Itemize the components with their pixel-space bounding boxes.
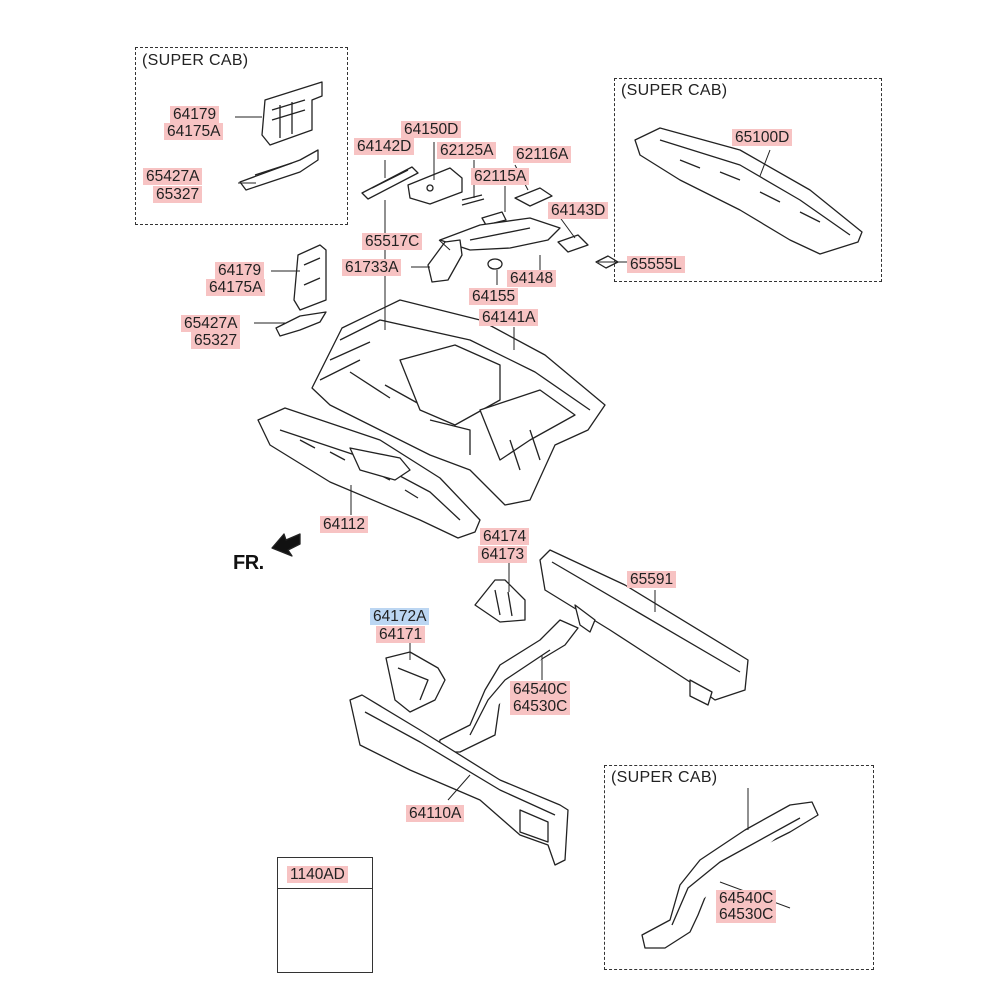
label-1140AD[interactable]: 1140AD [287,866,348,883]
label-65427A-inset[interactable]: 65427A [143,168,203,185]
label-64173[interactable]: 64173 [478,546,528,563]
bracket-64150D [407,167,463,205]
plug-64155 [487,258,503,270]
crossmember-small-left-mid [275,311,327,337]
label-65327[interactable]: 65327 [191,332,241,349]
label-64110A[interactable]: 64110A [406,805,465,822]
label-64141A[interactable]: 64141A [479,309,539,326]
small-part-62125A [461,194,485,206]
label-64540C-inset[interactable]: 64540C [716,890,777,907]
inset-title-top-right: (SUPER CAB) [619,82,730,100]
small-part-62115A [481,211,507,226]
crossmember-small-left-inset [239,149,319,191]
direction-label: FR. [233,552,264,574]
label-65591[interactable]: 65591 [627,571,677,588]
floor-pan-64141A [311,299,606,506]
label-64540C[interactable]: 64540C [510,681,571,698]
label-64179-inset[interactable]: 64179 [170,106,220,123]
bracket-61733A [427,239,463,283]
front-arrow [271,533,301,557]
label-65555L[interactable]: 65555L [627,256,685,273]
bracket-62116A [514,187,553,207]
label-64112[interactable]: 64112 [320,516,368,533]
label-64175A-inset[interactable]: 64175A [164,123,224,140]
super-cab-inset-bottom-right [604,765,874,970]
label-64530C-inset[interactable]: 64530C [716,906,777,923]
label-64155[interactable]: 64155 [469,288,519,305]
label-64171[interactable]: 64171 [376,626,426,643]
inset-title-bottom-right: (SUPER CAB) [609,769,720,787]
label-64142D[interactable]: 64142D [354,138,415,155]
bracket-64142D [361,166,419,200]
label-64174[interactable]: 64174 [480,528,530,545]
super-cab-inset-top-left [135,47,348,225]
label-65327-inset[interactable]: 65327 [153,186,203,203]
label-64175A[interactable]: 64175A [206,279,266,296]
label-64530C[interactable]: 64530C [510,698,571,715]
crossmember-65591 [539,549,749,706]
label-65100D[interactable]: 65100D [732,129,793,146]
super-cab-inset-top-right [614,78,882,282]
side-member-lower-right-inset [641,801,819,949]
label-64179[interactable]: 64179 [215,262,265,279]
seat-bracket-left-mid [293,244,327,311]
label-64150D[interactable]: 64150D [401,121,462,138]
reinforcement-65517C [439,217,561,251]
label-62115A[interactable]: 62115A [471,168,530,185]
seat-bracket-upper-left-inset [261,81,323,146]
bracket-64171 [385,651,446,713]
label-65517C[interactable]: 65517C [362,233,423,250]
leader-lines [235,116,791,915]
label-65427A[interactable]: 65427A [181,315,241,332]
front-floor-64112 [257,407,481,539]
floor-panel-65100D [634,127,863,255]
bracket-64174 [474,579,526,623]
label-62116A[interactable]: 62116A [513,146,572,163]
inset-title-top-left: (SUPER CAB) [140,52,251,70]
hardware-box-header [278,858,372,889]
label-61733A[interactable]: 61733A [342,259,402,276]
label-64172A[interactable]: 64172A [370,608,430,625]
crossmember-64110A [349,694,569,866]
label-64143D[interactable]: 64143D [548,202,609,219]
label-62125A[interactable]: 62125A [437,142,497,159]
bracket-64143D [557,234,589,253]
label-64148[interactable]: 64148 [507,270,557,287]
